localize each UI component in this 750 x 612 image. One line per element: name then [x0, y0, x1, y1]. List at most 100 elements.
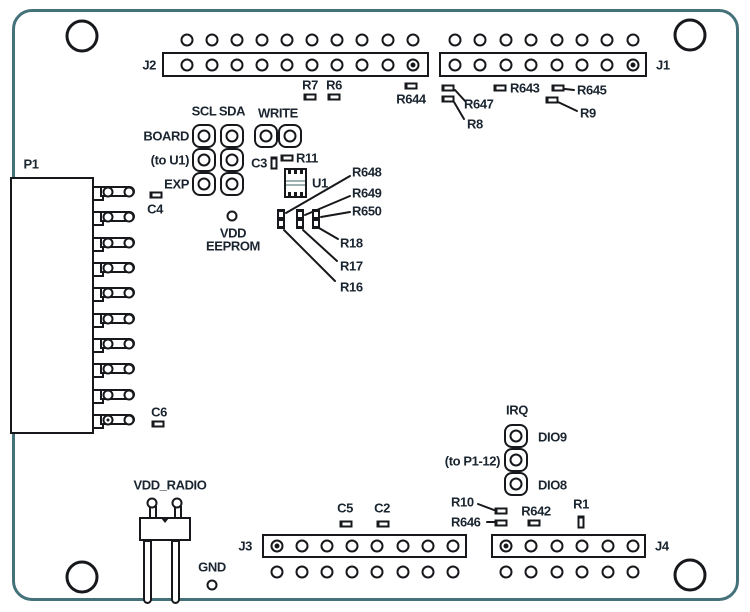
pin-hole: [524, 565, 538, 579]
connector-j3: [262, 534, 467, 558]
mounting-hole: [673, 558, 707, 592]
body-notch: [161, 518, 169, 523]
capacitor-c4: [149, 191, 163, 199]
pin-hole: [600, 33, 614, 47]
label-j4: J4: [655, 538, 669, 554]
pin-hole: [626, 33, 640, 47]
jumper-hole: [225, 129, 239, 143]
pin1-hole: [626, 58, 640, 72]
connector-p1: [10, 177, 94, 434]
label-r10: R10: [451, 494, 474, 510]
pin-hole: [473, 33, 487, 47]
component-leg: [143, 540, 152, 604]
pin-hole: [600, 58, 614, 72]
label-j1: J1: [656, 57, 670, 73]
label-to-u1: (to U1): [150, 152, 190, 168]
pin-hole: [280, 33, 294, 47]
pin-hole: [102, 237, 114, 249]
pin-hole: [499, 565, 513, 579]
component-leg: [171, 540, 180, 604]
lead-hole: [171, 497, 183, 509]
pin-hole: [601, 565, 615, 579]
label-p1: P1: [23, 156, 39, 172]
pin-hole: [550, 33, 564, 47]
label-r7: R7: [302, 77, 318, 93]
pin-hole: [102, 186, 114, 198]
pin-hole: [355, 58, 369, 72]
label-j3: J3: [238, 538, 252, 554]
pin-hole: [320, 539, 334, 553]
pin-hole: [626, 565, 640, 579]
pin-hole: [305, 58, 319, 72]
label-j2: J2: [142, 57, 156, 73]
pin-hole: [381, 33, 395, 47]
pin-hole: [295, 539, 309, 553]
label-c2: C2: [374, 500, 390, 516]
pin-hole: [524, 539, 538, 553]
pin-hole: [406, 33, 420, 47]
resistor-r11: [280, 154, 294, 162]
jumper-cell: [220, 124, 244, 148]
label-r645: R645: [577, 82, 607, 98]
jumper-hole: [197, 153, 211, 167]
connector-j1: [439, 52, 647, 77]
label-r644: R644: [396, 91, 426, 107]
pin-hole: [205, 33, 219, 47]
pin-hole: [575, 33, 589, 47]
resistor-r648-body: [277, 209, 285, 229]
resistor-r1: [577, 515, 585, 529]
pin-hole: [381, 58, 395, 72]
label-r647: R647: [464, 96, 494, 112]
pin-hole: [330, 33, 344, 47]
label-dio8: DIO8: [538, 477, 567, 493]
pin-hole: [180, 33, 194, 47]
pin-hole: [123, 414, 135, 426]
pin-hole: [421, 539, 435, 553]
pin-hole: [123, 363, 135, 375]
resistor-r646: [494, 519, 508, 527]
pin-hole: [123, 186, 135, 198]
pin-hole: [499, 33, 513, 47]
pin1-hole: [270, 539, 284, 553]
testpoint-hole: [206, 579, 218, 591]
pin1-hole: [499, 539, 513, 553]
pin-hole: [370, 565, 384, 579]
label-r649: R649: [352, 185, 382, 201]
pin-hole: [575, 58, 589, 72]
board-outline: [12, 9, 739, 601]
pin-hole: [123, 338, 135, 350]
pin-hole: [102, 262, 114, 274]
capacitor-c5: [339, 520, 353, 528]
pin1-hole: [102, 414, 114, 426]
label-gnd: GND: [198, 559, 226, 575]
label-u1: U1: [312, 175, 328, 191]
jumper-hole: [509, 429, 523, 443]
lead-hole: [146, 497, 158, 509]
resistor-r10: [494, 507, 508, 515]
pin-hole: [421, 565, 435, 579]
label-r11: R11: [296, 150, 318, 166]
label-irq: IRQ: [506, 402, 528, 418]
pin-hole: [305, 33, 319, 47]
pin-hole: [575, 565, 589, 579]
pin-hole: [499, 58, 513, 72]
mounting-hole: [673, 18, 707, 52]
pin-hole: [396, 565, 410, 579]
label-r8: R8: [467, 116, 483, 132]
pin-hole: [123, 262, 135, 274]
pin-hole: [320, 565, 334, 579]
jumper-hole: [197, 129, 211, 143]
pin-hole: [550, 565, 564, 579]
label-c6: C6: [151, 404, 167, 420]
pin-hole: [575, 539, 589, 553]
label-r648: R648: [352, 164, 382, 180]
testpoint-hole: [226, 210, 238, 222]
resistor-r7: [303, 93, 317, 101]
mounting-hole: [65, 19, 99, 53]
pin-hole: [448, 33, 462, 47]
pin-hole: [295, 565, 309, 579]
label-board: BOARD: [143, 128, 189, 144]
resistor-r642: [527, 519, 541, 527]
label-r6: R6: [326, 77, 342, 93]
